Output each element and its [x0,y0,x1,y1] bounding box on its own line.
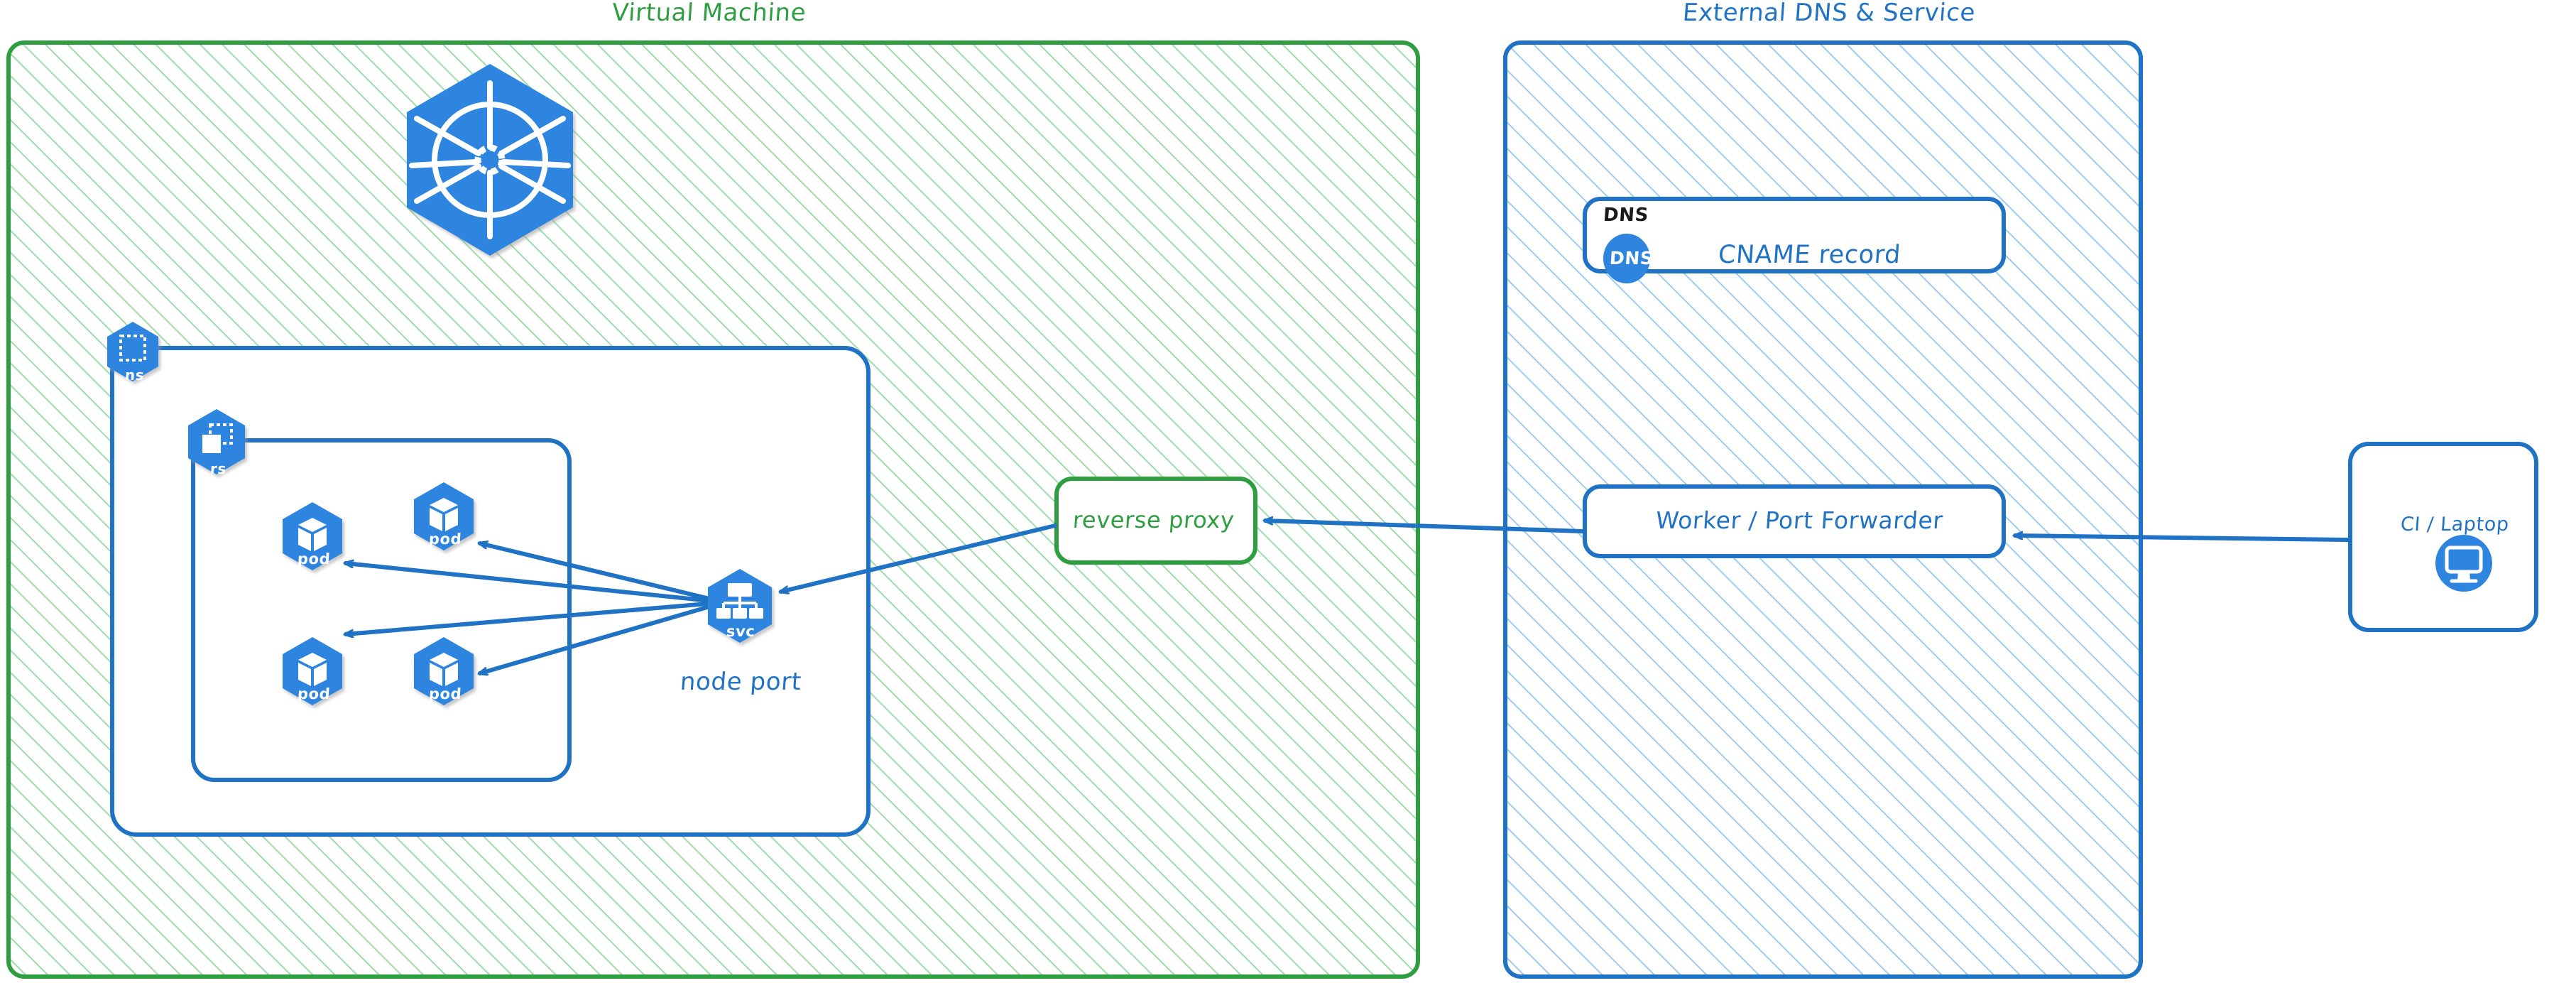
edge-service-to-pod-3 [346,600,726,634]
dns-card-hit[interactable] [1585,199,2004,271]
pod-hit-3[interactable] [281,636,344,706]
edge-worker-to-reverse-proxy [1265,521,1584,533]
pod-hit-2[interactable] [413,482,475,551]
pod-icon-2 [414,482,474,550]
namespace-badge-icon [107,322,158,381]
replicaset-container-hit[interactable] [193,440,569,780]
kubernetes-logo-icon [407,64,573,256]
pod-icon-4 [414,637,474,705]
client-hit[interactable] [2350,444,2536,630]
pod-hit-1[interactable] [281,501,344,571]
pod-icon-3 [283,637,342,705]
kubernetes-logo-hit[interactable] [405,64,575,256]
edge-service-to-pod-1 [346,563,726,604]
zone-title-external-dns-service: External DNS & Service [1681,0,1977,27]
worker-box[interactable] [1583,484,2006,558]
pod-hit-4[interactable] [413,636,475,706]
dns-icon [1603,234,1650,283]
edge-layer [346,521,2349,673]
edge-service-to-pod-2 [480,543,726,604]
edge-client-to-worker [2015,536,2349,542]
edge-reverse-proxy-to-service [781,523,1057,592]
desktop-monitor-icon [2435,535,2492,592]
reverse-proxy-hit[interactable] [1057,479,1255,563]
zone-title-virtual-machine: Virtual Machine [611,0,807,27]
service-icon [708,569,772,643]
reverse-proxy-box[interactable] [1054,477,1257,565]
worker-hit[interactable] [1585,487,2004,556]
replicaset-badge-icon [188,409,245,474]
pod-icon-1 [283,502,342,570]
service-hit[interactable] [706,568,774,645]
edge-service-to-pod-4 [480,600,726,673]
client-box[interactable] [2348,442,2538,632]
dns-card-box[interactable] [1583,197,2006,273]
